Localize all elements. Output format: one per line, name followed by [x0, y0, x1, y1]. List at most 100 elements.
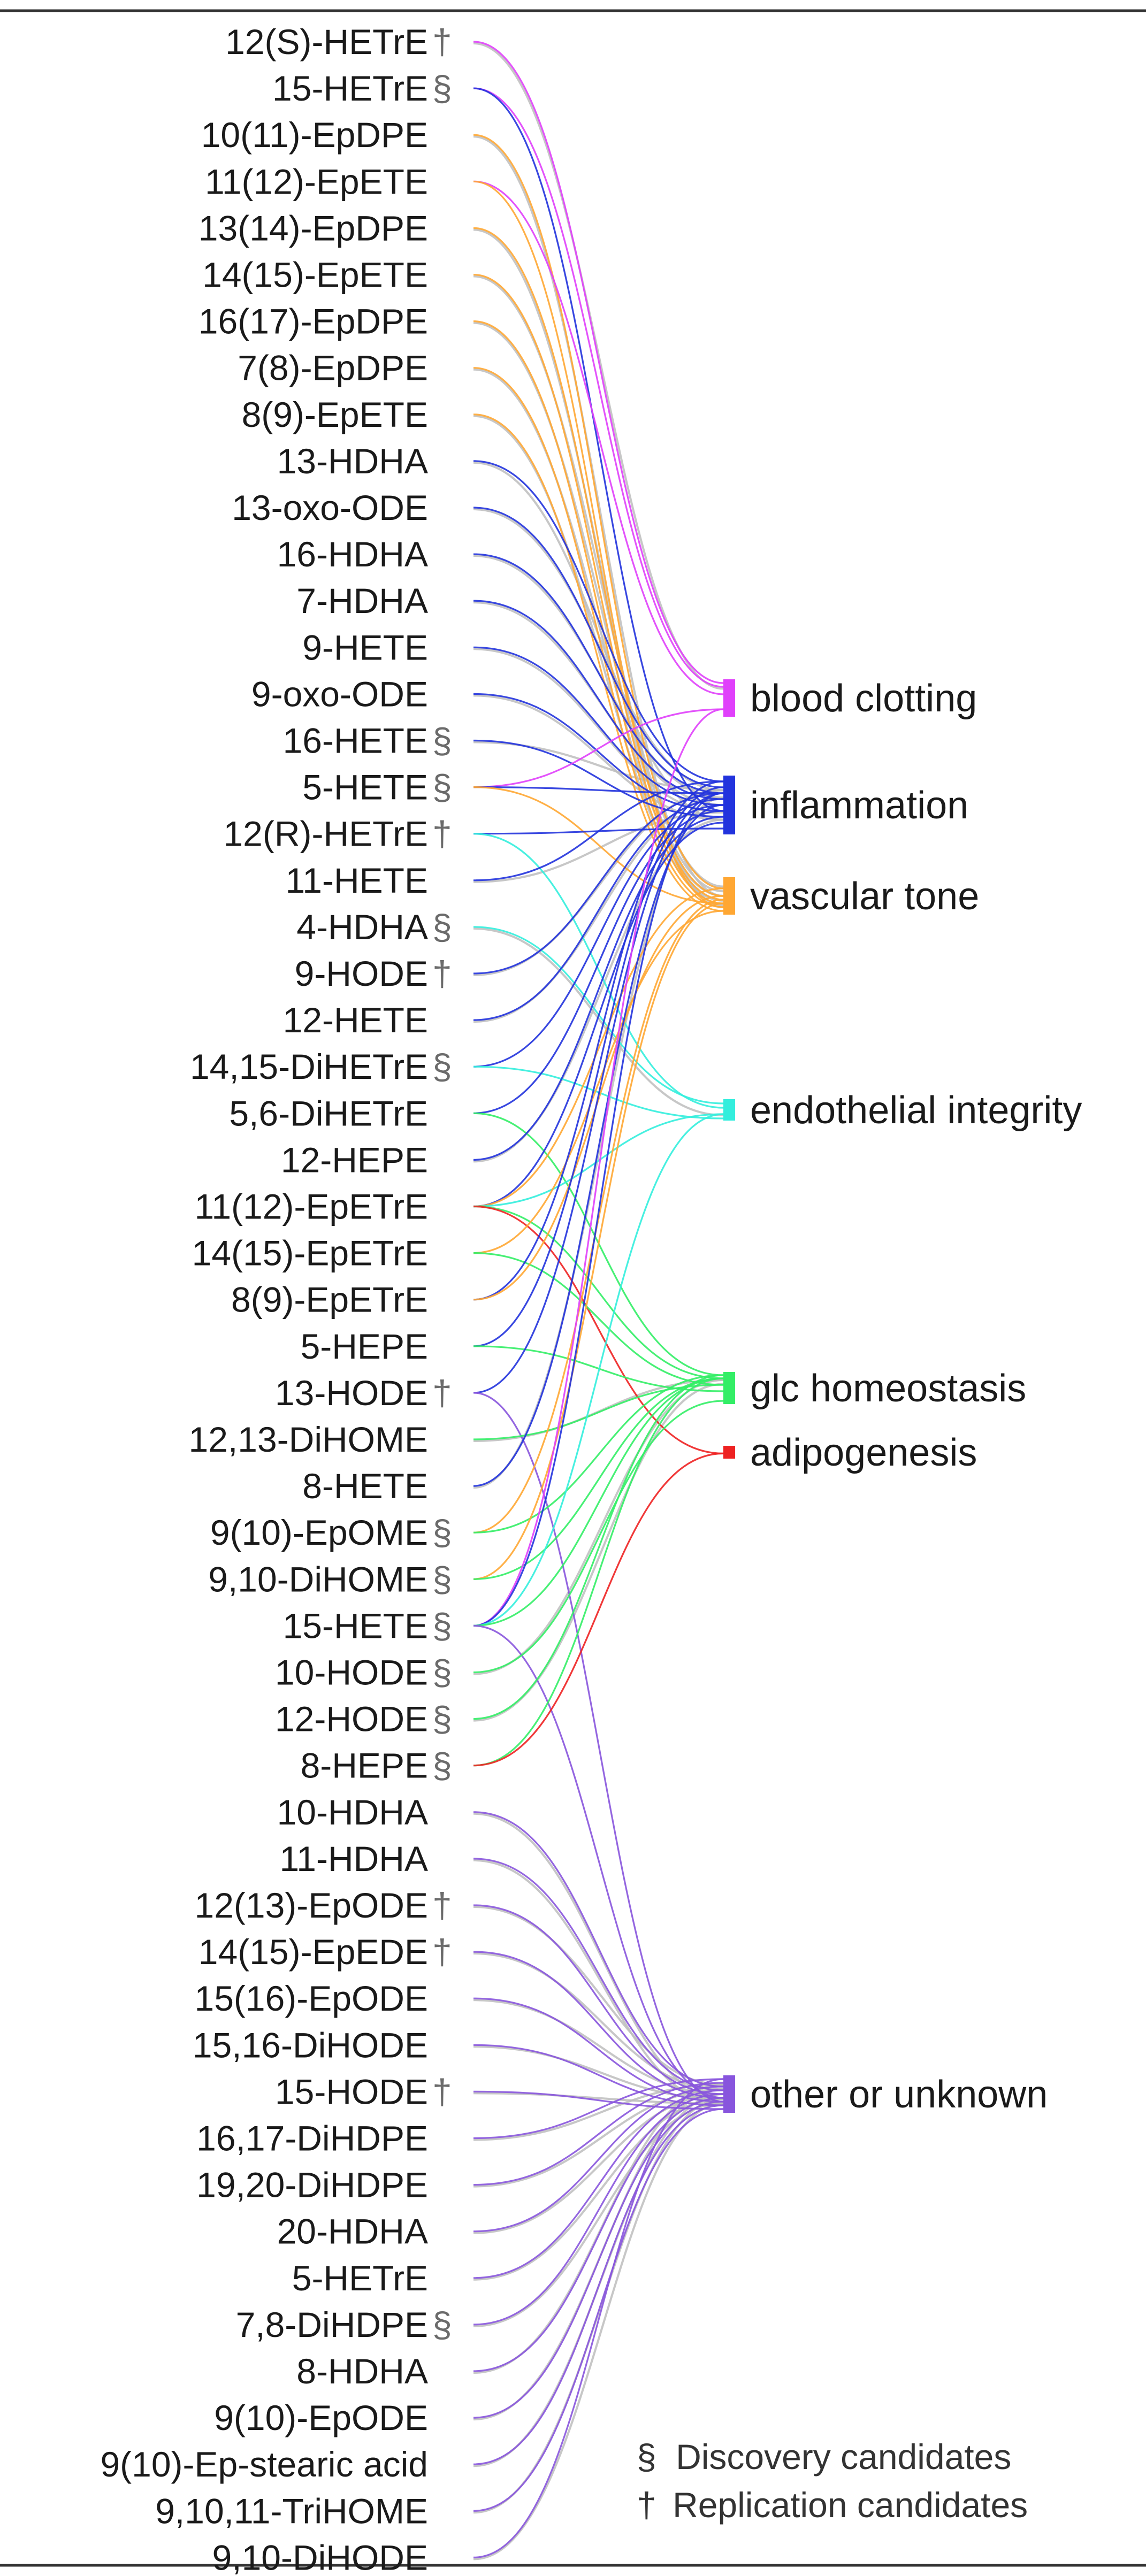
link-7-8-epdpe-vascular-tone — [473, 367, 724, 908]
link-9-10-11-trihome-other-or-unknown — [473, 2108, 724, 2512]
lipid-label-15-16-epode: 15(16)-EpODE — [194, 1979, 428, 2018]
link-15-16-dihode-neutral — [473, 2045, 724, 2100]
link-13-14-epdpe-vascular-tone — [473, 227, 724, 897]
lipid-label-13-oxo-ode: 13-oxo-ODE — [232, 488, 428, 527]
lipid-label-9-10-epode: 9(10)-EpODE — [214, 2398, 428, 2437]
lipid-label-16-hdha: 16-HDHA — [277, 534, 428, 574]
link-10-11-epdpe-vascular-tone — [473, 134, 724, 890]
discovery-marker-9-10-epome: § — [432, 1513, 452, 1552]
legend-replication: † Replication candidates — [637, 2485, 1028, 2525]
link-12-s-hetre-neutral — [473, 42, 724, 690]
replication-marker-15-hode: † — [432, 2072, 452, 2111]
lipid-label-7-8-dihdpe: 7,8-DiHDPE — [236, 2305, 428, 2344]
link-15-16-epode-neutral — [473, 1999, 724, 2095]
link-4-hdha-neutral — [473, 927, 724, 1116]
discovery-marker-15-hete: § — [432, 1606, 452, 1645]
link-9-10-dihome-vascular-tone — [473, 902, 724, 1580]
link-12-s-hetre-blood-clotting — [473, 41, 724, 684]
lipid-label-9-hete: 9-HETE — [302, 627, 428, 667]
link-15-hete-glc-homeostasis — [473, 1377, 724, 1627]
lipid-label-9-hode: 9-HODE — [295, 954, 428, 993]
lipid-label-5-hepe: 5-HEPE — [301, 1327, 428, 1366]
replication-marker-12-s-hetre: † — [432, 22, 452, 62]
lipid-label-10-hode: 10-HODE — [275, 1653, 428, 1692]
link-13-14-epdpe-neutral — [473, 228, 724, 907]
legend-discovery-symbol: § — [637, 2437, 656, 2477]
link-10-11-epdpe-neutral — [473, 135, 724, 897]
lipid-label-7-hdha: 7-HDHA — [296, 581, 428, 620]
lipid-label-5-6-dihetre: 5,6-DiHETrE — [229, 1093, 428, 1133]
link-14-15-epede-other-or-unknown — [473, 1951, 724, 2099]
link-9-hode-inflammation — [473, 792, 724, 975]
discovery-marker-5-hete: § — [432, 768, 452, 807]
link-5-hete-vascular-tone — [473, 786, 724, 904]
link-16-17-epdpe-vascular-tone — [473, 320, 724, 904]
lipid-label-14-15-dihetre: 14,15-DiHETrE — [190, 1047, 428, 1086]
link-12-13-epode-other-or-unknown — [473, 1904, 724, 2095]
lipid-label-9-10-dihode: 9,10-DiHODE — [212, 2537, 428, 2576]
link-15-hete-endothelial-integrity — [473, 1113, 724, 1627]
link-14-15-epetre-vascular-tone — [473, 910, 724, 1254]
lipid-label-14-15-epede: 14(15)-EpEDE — [198, 1932, 428, 1972]
link-5-hepe-glc-homeostasis — [473, 1345, 724, 1392]
link-12-13-dihome-glc-homeostasis — [473, 1384, 724, 1440]
node-vascular-tone — [723, 877, 735, 915]
link-11-hdha-neutral — [473, 1859, 724, 2105]
lipid-label-12-hete: 12-HETE — [283, 1000, 428, 1040]
lipid-label-13-hode: 13-HODE — [275, 1373, 428, 1413]
link-10-hdha-other-or-unknown — [473, 1811, 724, 2088]
link-14-15-epetre-glc-homeostasis — [473, 1252, 724, 1386]
link-8-hete-inflammation — [473, 804, 724, 1487]
link-11-12-epetre-glc-homeostasis — [473, 1205, 724, 1379]
link-9-hete-inflammation — [473, 646, 724, 806]
lipid-label-12-13-epode: 12(13)-EpODE — [194, 1885, 428, 1925]
discovery-marker-16-hete: § — [432, 721, 452, 761]
link-13-hode-other-or-unknown — [473, 1392, 724, 2103]
link-12-13-epode-neutral — [473, 1906, 724, 2086]
lipid-label-11-12-epete: 11(12)-EpETE — [205, 162, 428, 201]
lipid-label-7-8-epdpe: 7(8)-EpDPE — [238, 348, 428, 388]
function-label-endothelial-integrity: endothelial integrity — [750, 1089, 1082, 1132]
link-11-hete-inflammation — [473, 780, 724, 881]
function-label-inflammation: inflammation — [750, 784, 968, 827]
link-9-10-epome-glc-homeostasis — [473, 1374, 724, 1534]
link-5-hete-blood-clotting — [473, 708, 724, 788]
discovery-marker-10-hode: § — [432, 1653, 452, 1692]
replication-marker-13-hode: † — [432, 1373, 452, 1413]
link-8-hepe-glc-homeostasis — [473, 1377, 724, 1767]
lipid-label-12-hepe: 12-HEPE — [281, 1140, 428, 1179]
lipid-label-16-17-epdpe: 16(17)-EpDPE — [198, 302, 428, 341]
link-20-hdha-other-or-unknown — [473, 2086, 724, 2233]
link-8-9-epetre-inflammation — [473, 780, 724, 1301]
lipid-label-12-13-dihome: 12,13-DiHOME — [189, 1420, 428, 1459]
lipid-label-12-r-hetre: 12(R)-HETrE — [223, 814, 428, 854]
lipid-label-13-14-epdpe: 13(14)-EpDPE — [198, 208, 428, 248]
lipid-label-12-s-hetre: 12(S)-HETrE — [225, 22, 428, 62]
replication-marker-12-13-epode: † — [432, 1885, 452, 1925]
legend-replication-text: Replication candidates — [673, 2485, 1028, 2525]
legend-discovery: § Discovery candidates — [637, 2437, 1011, 2477]
function-nodes-layer — [723, 679, 735, 2113]
link-19-20-dihdpe-other-or-unknown — [473, 2082, 724, 2186]
replication-marker-14-15-epede: † — [432, 1932, 452, 1972]
link-12-hode-glc-homeostasis — [473, 1374, 724, 1720]
legend-discovery-text: Discovery candidates — [676, 2437, 1011, 2477]
node-glc-homeostasis — [723, 1372, 735, 1404]
function-label-vascular-tone: vascular tone — [750, 875, 979, 918]
discovery-marker-15-hetre: § — [432, 68, 452, 108]
link-8-hepe-adipogenesis — [473, 1452, 724, 1767]
lipid-label-8-hete: 8-HETE — [302, 1466, 428, 1506]
lipid-label-19-20-dihdpe: 19,20-DiHDPE — [196, 2165, 428, 2205]
link-16-17-epdpe-neutral — [473, 321, 724, 893]
discovery-marker-9-10-dihome: § — [432, 1559, 452, 1599]
lipid-label-4-hdha: 4-HDHA — [296, 907, 428, 947]
lipid-labels-layer: 12(S)-HETrE†15-HETrE§10(11)-EpDPE11(12)-… — [100, 22, 452, 2576]
link-15-hetre-inflammation — [473, 87, 724, 812]
link-19-20-dihdpe-neutral — [473, 2088, 724, 2188]
replication-marker-9-hode: † — [432, 954, 452, 993]
link-11-12-epetre-adipogenesis — [473, 1205, 724, 1454]
lipid-label-14-15-epete: 14(15)-EpETE — [202, 255, 428, 295]
link-16-hdha-inflammation — [473, 553, 724, 794]
